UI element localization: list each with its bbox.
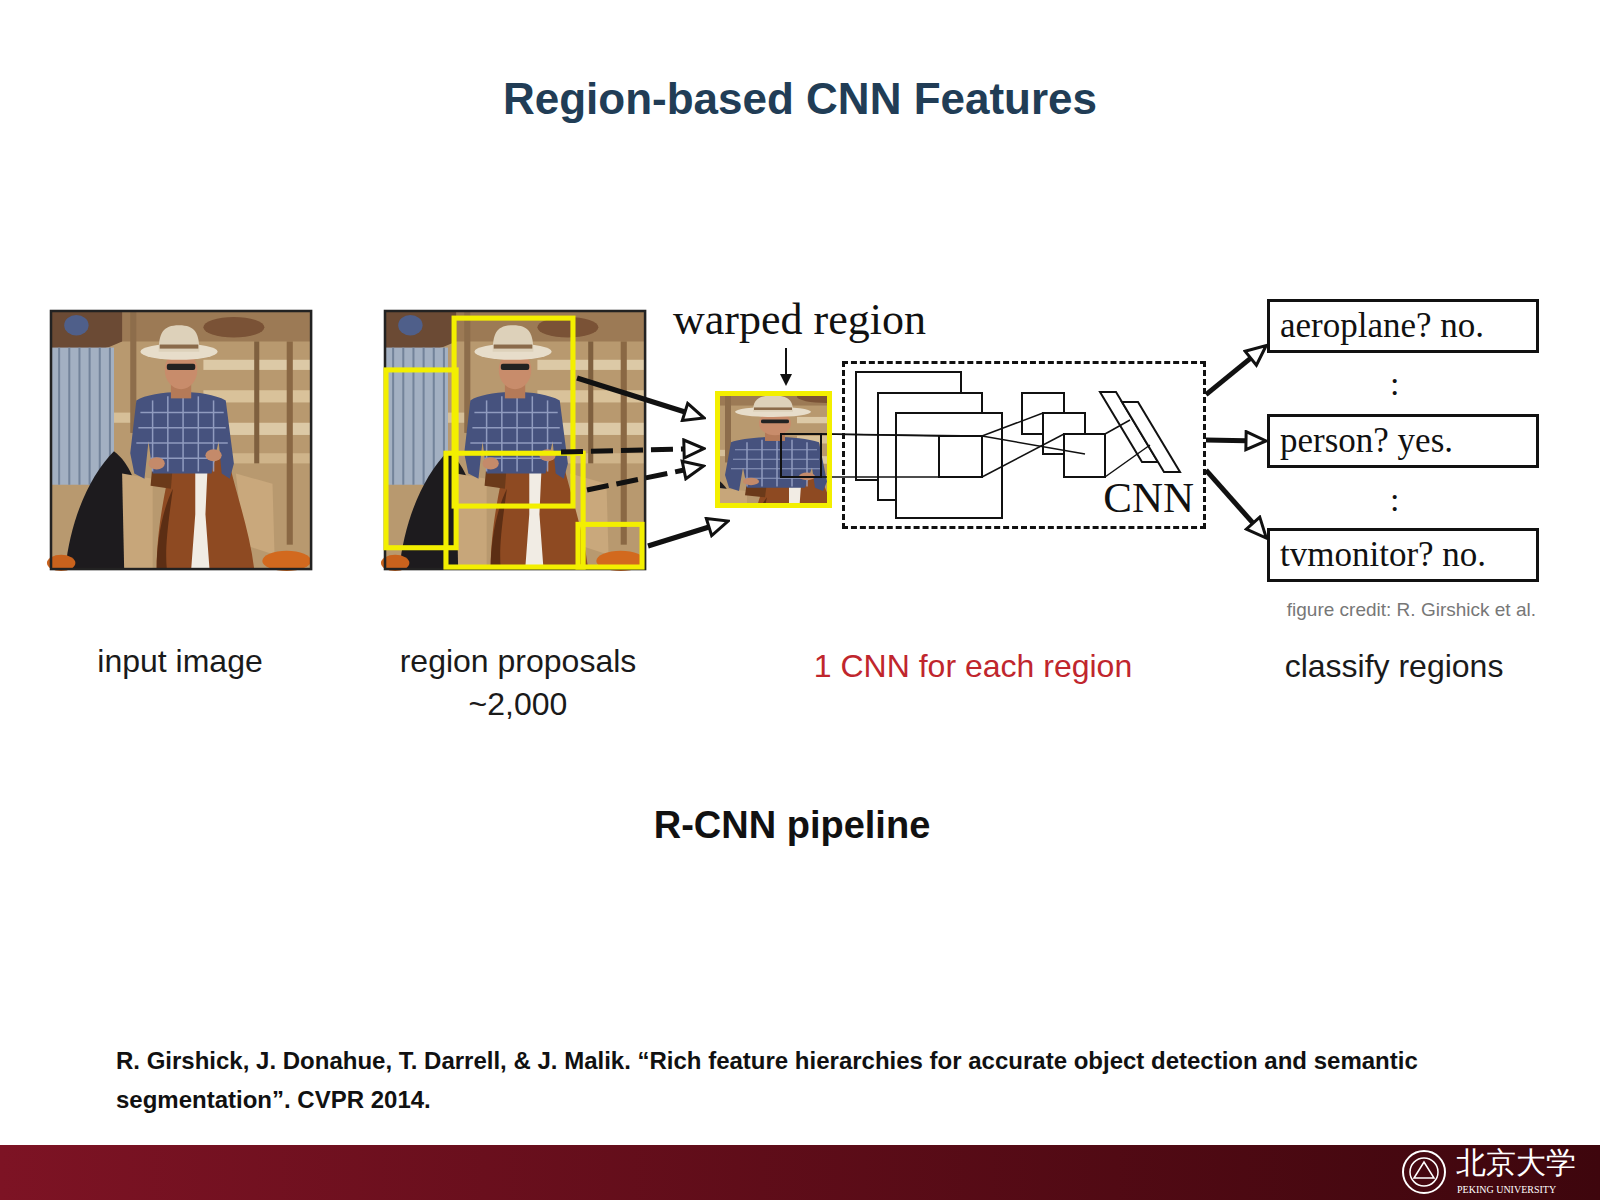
photo-frame (385, 311, 645, 569)
cnn-text: CNN (1103, 474, 1194, 522)
footer-band (0, 1145, 1600, 1200)
proposal-box (446, 453, 583, 567)
projection-line (1105, 420, 1130, 434)
receptive-field (781, 434, 821, 477)
flow-arrow (1206, 470, 1253, 523)
proposal-box (386, 318, 642, 567)
fc-layer (1122, 402, 1180, 472)
university-name: 北京大学 (1456, 1146, 1576, 1180)
class-output-text: person? yes. (1270, 417, 1536, 465)
class-output-box: person? yes. (1267, 414, 1539, 468)
class-output-box: aeroplane? no. (1267, 299, 1539, 353)
university-logo (1414, 1162, 1434, 1178)
proposal-arrow (577, 378, 685, 412)
reference-text: R. Girshick, J. Donahue, T. Darrell, & J… (116, 1041, 1516, 1119)
conv-kernel (939, 436, 982, 477)
projection-line (821, 476, 982, 478)
stage-caption: input image (50, 640, 310, 683)
figure-caption: R-CNN pipeline (592, 803, 992, 847)
class-output-box: tvmonitor? no. (1267, 528, 1539, 582)
photo-frame (51, 311, 311, 569)
slide-title: Region-based CNN Features (0, 71, 1600, 127)
conv-layer (896, 413, 1002, 518)
figure-credit: figure credit: R. Girshick et al. (1186, 598, 1536, 622)
proposal-arrow (587, 470, 684, 490)
proposal-arrow (561, 378, 709, 546)
projection-line (821, 413, 1150, 477)
leader-arrow (785, 348, 787, 376)
ellipsis-mark: : (1390, 480, 1399, 520)
flow-arrow (1206, 437, 1246, 443)
university-logo (1410, 1158, 1438, 1186)
projection-line (1105, 445, 1150, 477)
cnn-box: CNN (842, 361, 1206, 529)
stage-caption: region proposals ~2,000 (383, 640, 653, 726)
warped-region-box: warped region (715, 391, 832, 508)
proposal-box (578, 524, 642, 567)
university-logo (1403, 1151, 1445, 1193)
input-photo (47, 311, 311, 571)
input-photo (47, 311, 311, 571)
university-name: PEKING UNIVERSITY (1457, 1184, 1556, 1196)
proposal-photo (381, 311, 645, 571)
class-output-text: tvmonitor? no. (1270, 531, 1536, 579)
proposal-arrow (648, 527, 709, 546)
class-output-text: aeroplane? no. (1270, 302, 1536, 350)
projection-line (982, 436, 1085, 454)
flow-arrow (1206, 358, 1251, 394)
proposal-box (454, 318, 573, 506)
stage-caption: 1 CNN for each region (773, 645, 1173, 688)
stage-caption: classify regions (1244, 645, 1544, 688)
projection-line (821, 434, 982, 436)
ellipsis-mark: : (1390, 364, 1399, 404)
proposal-arrow (561, 449, 684, 452)
university-logo (1403, 1151, 1445, 1193)
proposal-photo (381, 311, 645, 571)
conv-layer (1064, 434, 1105, 477)
projection-line (982, 413, 1043, 436)
projection-line (982, 434, 1064, 477)
warped-region-heading: warped region (673, 295, 926, 345)
